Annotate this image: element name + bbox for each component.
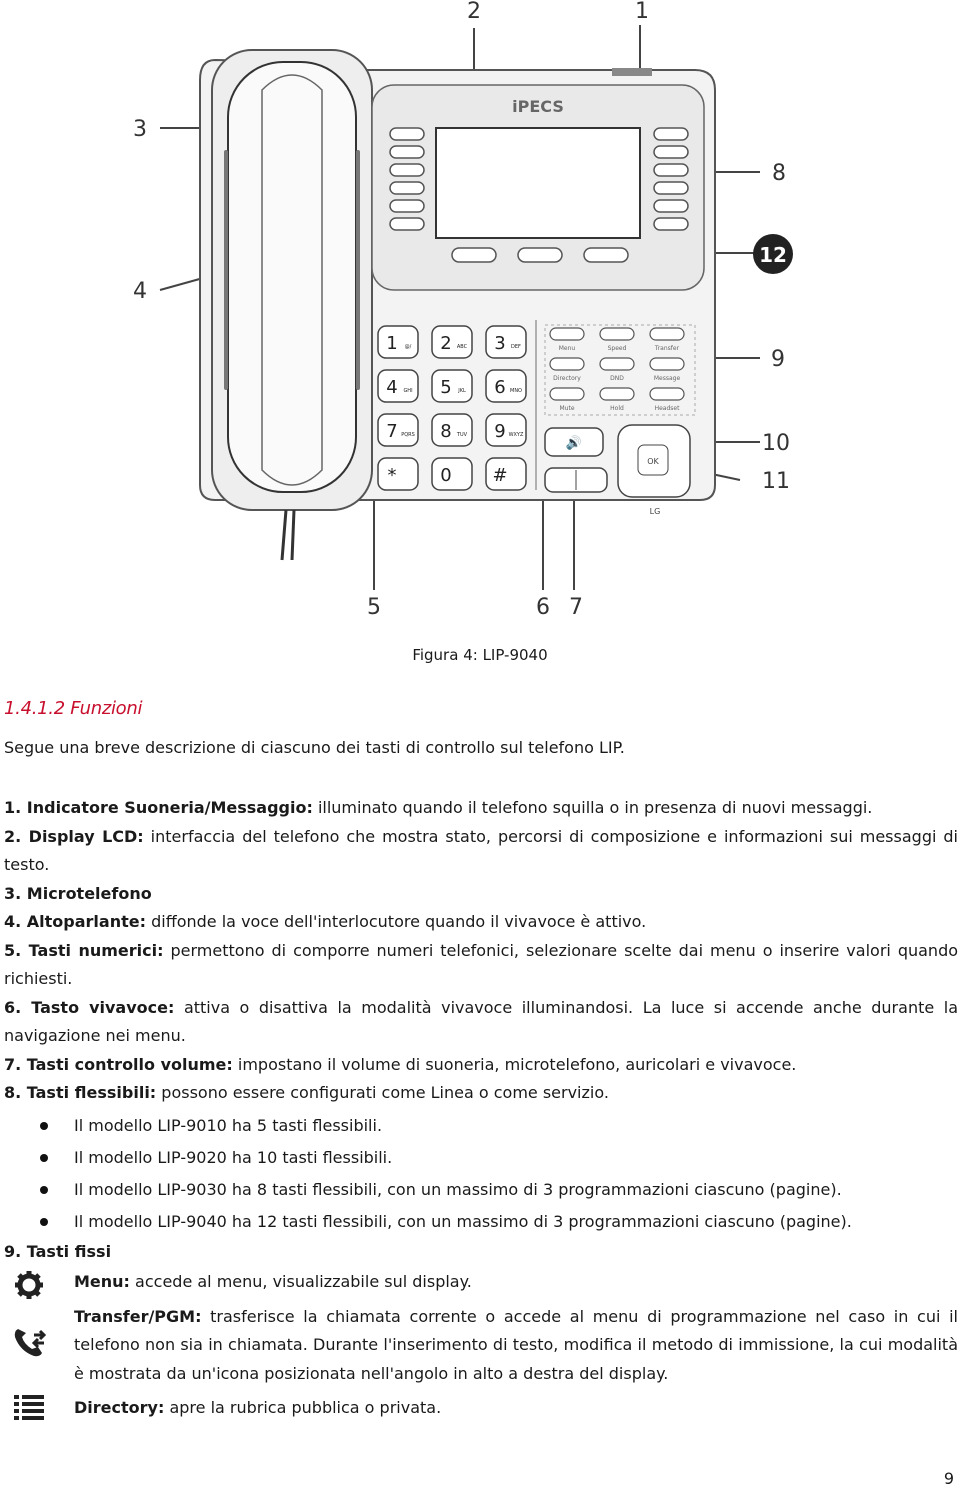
keypad-key-4 (377, 369, 419, 403)
keypad-key-# (485, 457, 527, 491)
keypad-letters: @/ (405, 344, 412, 350)
figure-caption-label: Figura 4: (412, 646, 478, 664)
callout-11: 11 (762, 469, 790, 494)
keypad-key-9 (485, 413, 527, 447)
keypad-digit: 9 (494, 421, 505, 442)
callout-4: 4 (133, 279, 147, 304)
list-item: Il modello LIP-9020 ha 10 tasti flessibi… (4, 1142, 958, 1174)
keypad-letters: JKL (457, 388, 466, 394)
keypad-digit: 4 (386, 377, 397, 398)
svg-text:🔊: 🔊 (566, 434, 582, 451)
keypad-key-7 (377, 413, 419, 447)
callout-7: 7 (569, 595, 583, 620)
fixed-key-label: Hold (610, 405, 624, 412)
fixed-key-label: Directory (553, 375, 581, 382)
directory-list-icon (12, 1392, 46, 1432)
list-item: Il modello LIP-9010 ha 5 tasti flessibil… (4, 1110, 958, 1142)
item-2: 2. Display LCD: interfaccia del telefono… (4, 826, 958, 875)
keypad-digit: 7 (386, 421, 397, 442)
callout-6: 6 (536, 595, 550, 620)
keypad-letters: TUV (456, 432, 468, 438)
keypad-key-0 (431, 457, 473, 491)
list-item: Il modello LIP-9040 ha 12 tasti flessibi… (4, 1206, 958, 1238)
brand-logo: iPECS (512, 97, 564, 116)
keypad-letters: MNO (510, 388, 522, 394)
fixed-key-directory: Directory: apre la rubrica pubblica o pr… (4, 1394, 958, 1423)
keypad-letters: GHI (403, 388, 412, 394)
intro-paragraph: Segue una breve descrizione di ciascuno … (4, 738, 625, 757)
fixed-key-label: Transfer (654, 345, 680, 352)
bullet-icon (40, 1121, 48, 1130)
item-3: 3. Microtelefono (4, 883, 152, 903)
callout-9: 9 (771, 347, 785, 372)
fixed-key-transfer: Transfer/PGM: trasferisce la chiamata co… (4, 1303, 958, 1389)
fixed-key-label: Headset (655, 405, 681, 412)
item-5: 5. Tasti numerici: permettono di comporr… (4, 940, 959, 989)
ok-button-label: OK (647, 457, 659, 466)
page-number: 9 (943, 1469, 954, 1488)
item-4: 4. Altoparlante: diffonde la voce dell'i… (4, 912, 647, 931)
keypad-key-2 (431, 325, 473, 359)
fixed-key-label: Speed (608, 345, 627, 352)
keypad-letters: WXYZ (509, 432, 524, 438)
softkey-bullets: Il modello LIP-9010 ha 5 tasti flessibil… (4, 1110, 958, 1238)
keypad-digit: * (388, 465, 397, 486)
keypad-key-1 (377, 325, 419, 359)
keypad-letters: DEF (511, 344, 521, 350)
fixed-key-label: Menu (559, 345, 576, 352)
keypad-digit: # (492, 465, 507, 486)
callout-1: 1 (635, 0, 649, 24)
keypad-key-3 (485, 325, 527, 359)
keypad-key-6 (485, 369, 527, 403)
item-1: 1. Indicatore Suoneria/Messaggio: illumi… (4, 798, 873, 817)
callout-5: 5 (367, 595, 381, 620)
bullet-icon (40, 1185, 48, 1194)
keypad-key-5 (431, 369, 473, 403)
item-7: 7. Tasti controllo volume: impostano il … (4, 1054, 797, 1074)
list-item: Il modello LIP-9030 ha 8 tasti flessibil… (4, 1174, 958, 1206)
keypad-digit: 8 (440, 421, 451, 442)
section-title: 1.4.1.2 Funzioni (4, 698, 143, 719)
callout-12: 12 (759, 243, 787, 267)
callout-10: 10 (762, 431, 790, 456)
fixed-key-menu: Menu: accede al menu, visualizzabile sul… (4, 1268, 958, 1299)
keypad-digit: 0 (440, 465, 451, 486)
fixed-key-label: DND (610, 375, 624, 382)
keypad-key-8 (431, 413, 473, 447)
callout-3: 3 (133, 117, 147, 142)
item-6: 6. Tasto vivavoce: attiva o disattiva la… (4, 997, 958, 1046)
keypad-digit: 2 (440, 333, 451, 354)
fixed-key-label: Mute (559, 405, 574, 412)
keypad-letters: ABC (457, 344, 468, 350)
fixed-keys-title: 9. Tasti fissi (4, 1241, 112, 1261)
figure-caption-text: LIP-9040 (477, 646, 548, 664)
callout-8: 8 (772, 161, 786, 186)
keypad-letters: PQRS (401, 432, 415, 438)
keypad-digit: 5 (440, 377, 451, 398)
bullet-icon (40, 1217, 48, 1226)
maker-logo: LG (650, 507, 661, 516)
keypad-digit: 3 (494, 333, 505, 354)
fixed-key-label: Message (654, 375, 681, 382)
gear-icon (12, 1270, 46, 1310)
figure-caption: Figura 4: LIP-9040 (0, 646, 960, 664)
keypad-digit: 1 (386, 333, 397, 354)
keypad-key-* (377, 457, 419, 491)
item-8: 8. Tasti flessibili: possono essere conf… (4, 1083, 609, 1102)
call-transfer-icon (12, 1325, 48, 1369)
callout-2: 2 (467, 0, 481, 24)
function-list: 1. Indicatore Suoneria/Messaggio: illumi… (4, 794, 958, 1423)
bullet-icon (40, 1153, 48, 1162)
keypad-digit: 6 (494, 377, 505, 398)
